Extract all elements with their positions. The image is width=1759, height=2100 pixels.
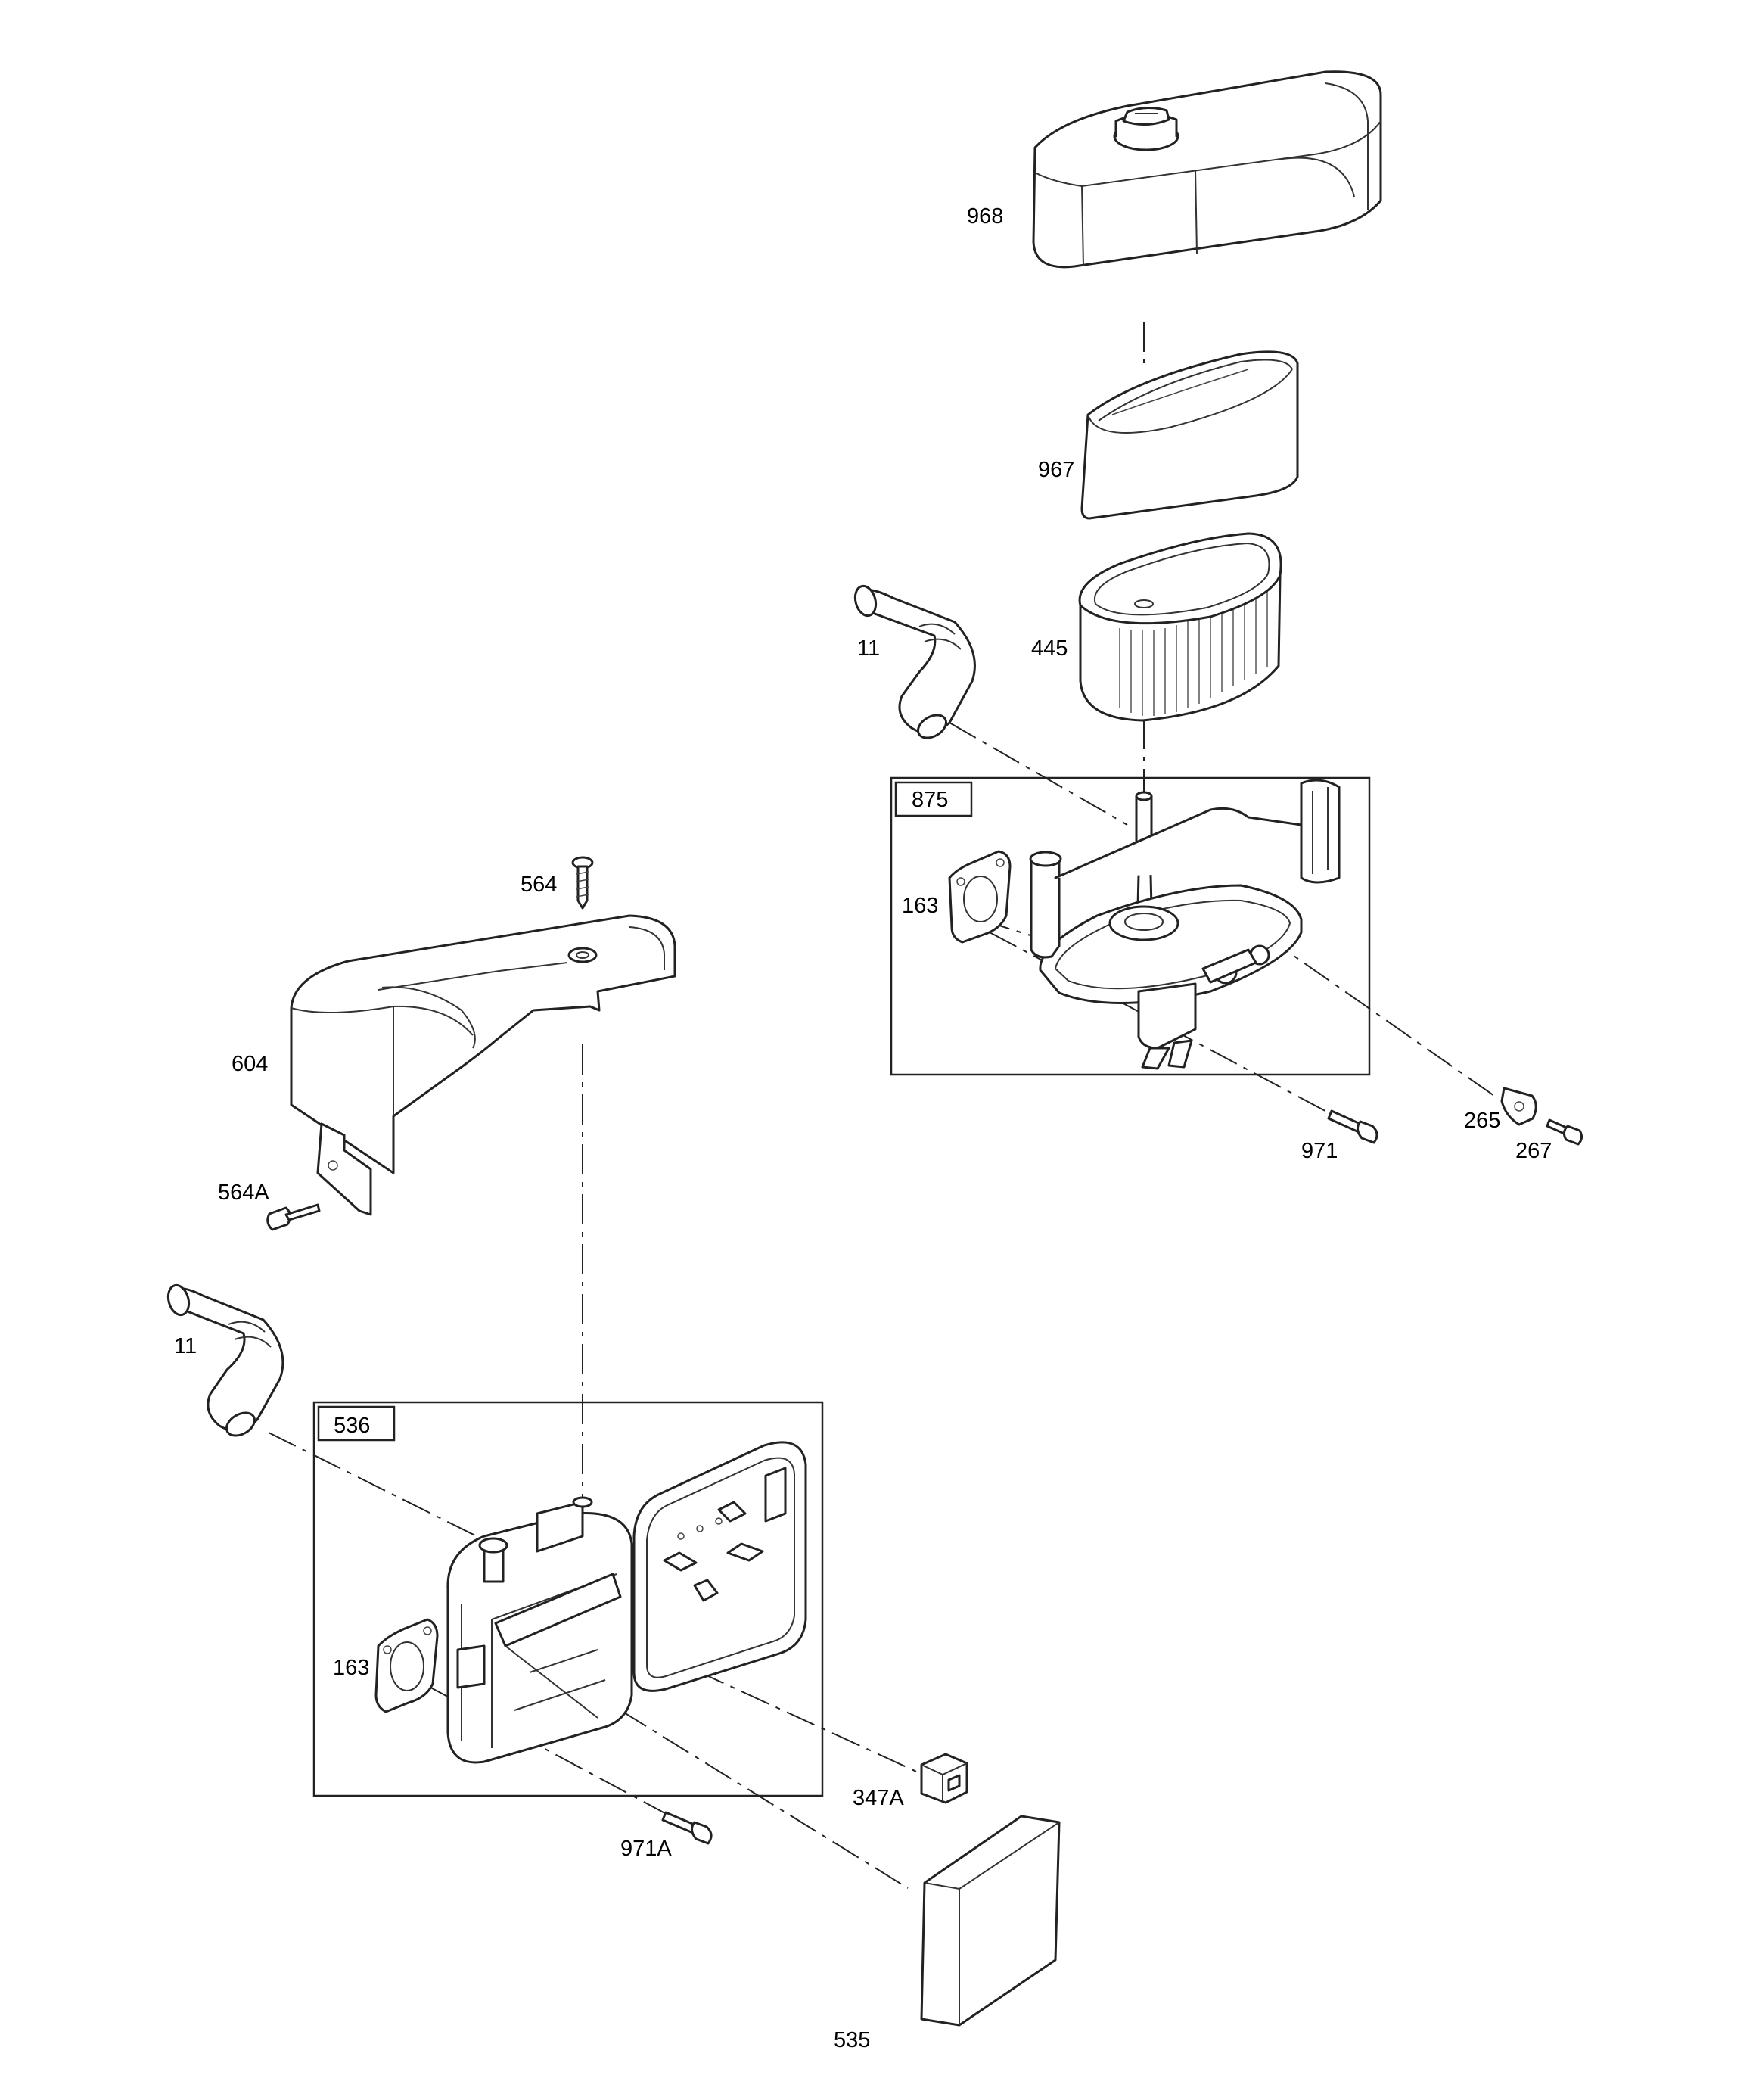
screw-564 bbox=[571, 856, 594, 910]
group-frame-875 bbox=[890, 776, 1371, 1076]
label-535: 535 bbox=[834, 2028, 870, 2052]
group-label-box-536 bbox=[317, 1405, 396, 1442]
label-875: 875 bbox=[912, 788, 948, 812]
label-968: 968 bbox=[967, 204, 1003, 229]
breather-tube-11-top bbox=[853, 584, 976, 739]
bolt-971 bbox=[1327, 1109, 1378, 1144]
pre-filter-535 bbox=[920, 1815, 1061, 2027]
filter-pleats bbox=[1119, 580, 1268, 716]
group-label-box-875 bbox=[894, 781, 973, 817]
label-971A: 971A bbox=[620, 1837, 672, 1861]
bolt-971A bbox=[661, 1811, 713, 1845]
callout-labels: 968 967 445 11 875 163 971 265 267 564 6… bbox=[174, 204, 1552, 2052]
air-cleaner-base-875 bbox=[890, 776, 1371, 1076]
label-564: 564 bbox=[521, 873, 557, 897]
label-267: 267 bbox=[1515, 1139, 1552, 1163]
screw-267 bbox=[1546, 1118, 1583, 1146]
group-frame-536 bbox=[312, 1401, 824, 1797]
label-11-bottom: 11 bbox=[174, 1334, 197, 1358]
filter-cartridge-445 bbox=[1078, 532, 1282, 722]
label-536: 536 bbox=[334, 1414, 370, 1438]
label-967: 967 bbox=[1038, 458, 1074, 482]
air-cleaner-cover-968 bbox=[1032, 70, 1382, 269]
label-971: 971 bbox=[1301, 1139, 1338, 1163]
label-163-top: 163 bbox=[902, 894, 938, 918]
clip-265 bbox=[1500, 1087, 1537, 1126]
label-265: 265 bbox=[1464, 1109, 1500, 1133]
air-cleaner-base-536 bbox=[312, 1401, 824, 1797]
label-163-bottom: 163 bbox=[333, 1656, 369, 1680]
label-347A: 347A bbox=[853, 1786, 904, 1810]
label-445: 445 bbox=[1031, 636, 1068, 661]
screw-564A bbox=[266, 1203, 321, 1231]
breather-tube-11-bottom bbox=[166, 1283, 284, 1437]
pre-cleaner-967 bbox=[1080, 350, 1299, 520]
gasket-163-top bbox=[948, 850, 1012, 944]
label-11-top: 11 bbox=[857, 636, 880, 661]
gasket-163-bottom bbox=[374, 1618, 439, 1713]
air-cleaner-cover-604 bbox=[290, 914, 676, 1216]
switch-347A bbox=[920, 1753, 968, 1804]
label-564A: 564A bbox=[218, 1181, 269, 1205]
label-604: 604 bbox=[232, 1052, 268, 1076]
